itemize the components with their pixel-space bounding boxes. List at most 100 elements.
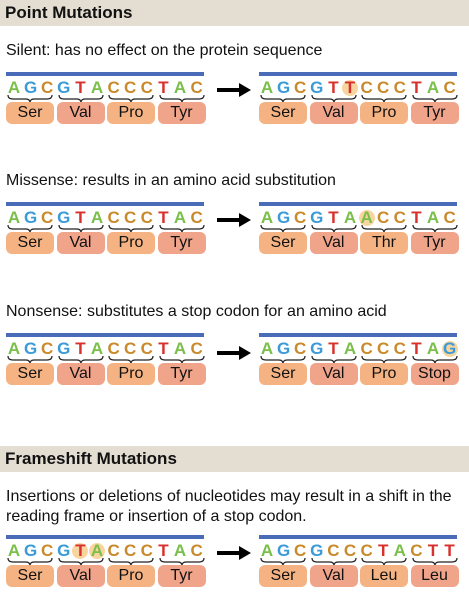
- nucleotide-C: C: [189, 542, 205, 560]
- frameshift-mutations-header: Frameshift Mutations: [0, 446, 469, 472]
- codon-brace: [310, 558, 357, 566]
- nucleotide-A: A: [89, 209, 105, 227]
- amino-acid: Val: [56, 363, 105, 385]
- nucleotide-A: A: [342, 340, 358, 358]
- nucleotide-C: C: [106, 340, 122, 358]
- amino-acid: Pro: [107, 363, 155, 385]
- amino-acid: Ser: [6, 102, 54, 124]
- nucleotide-C: C: [392, 340, 408, 358]
- amino-acid: Leu: [410, 565, 459, 587]
- amino-acid: Ser: [6, 565, 54, 587]
- nucleotide-letter: T: [328, 78, 339, 97]
- nucleotide-letter: A: [260, 78, 274, 97]
- nucleotide-C: C: [189, 209, 205, 227]
- codon-brace: [411, 95, 458, 103]
- amino-acid: Ser: [259, 232, 307, 254]
- nucleotide-letter: G: [23, 78, 38, 97]
- codon-brace: [310, 356, 357, 364]
- arrow-icon: [217, 346, 251, 360]
- nucleotide-letter: C: [124, 339, 137, 358]
- amino-acid: Tyr: [157, 232, 206, 254]
- nucleotide-letter: T: [427, 541, 439, 560]
- nucleotide-C: C: [139, 340, 155, 358]
- nucleotide-letter: A: [7, 78, 21, 97]
- nucleotide-C: C: [292, 209, 308, 227]
- nucleotide-letter: T: [75, 208, 86, 227]
- codon-brace: [411, 558, 458, 566]
- nucleotide-letter: A: [90, 339, 104, 358]
- codon-brace: [158, 558, 205, 566]
- section-title: Point Mutations: [5, 3, 133, 22]
- nucleotide-letter: T: [377, 541, 389, 560]
- nucleotide-C: C: [359, 340, 375, 358]
- nucleotide-C: C: [292, 79, 308, 97]
- nucleotide-C: C: [122, 542, 138, 560]
- nucleotide-A: A: [89, 340, 105, 358]
- nucleotide-G: G: [441, 340, 458, 358]
- nucleotide-A: A: [172, 79, 188, 97]
- nucleotide-C: C: [106, 209, 122, 227]
- amino-acid: Val: [56, 102, 105, 124]
- nucleotide-letter: G: [57, 208, 71, 227]
- nucleotide-A: A: [172, 542, 188, 560]
- nucleotide-C: C: [39, 209, 55, 227]
- amino-acid: Leu: [360, 565, 408, 587]
- nucleotide-C: C: [408, 542, 424, 560]
- nucleotide-A: A: [259, 542, 275, 560]
- nucleotide-letter: T: [411, 339, 422, 358]
- nucleotide-T: T: [425, 542, 441, 560]
- nucleotide-letter: C: [140, 78, 153, 97]
- nucleotide-C: C: [442, 209, 458, 227]
- amino-acid: Thr: [360, 232, 408, 254]
- nucleotide-letter: C: [393, 78, 406, 97]
- codon-brace: [108, 225, 154, 233]
- nucleotide-letter: A: [173, 541, 187, 560]
- frameshift-caption: Insertions or deletions of nucleotides m…: [6, 488, 452, 525]
- nucleotide-C: C: [375, 340, 391, 358]
- nucleotide-letter: C: [410, 541, 423, 560]
- nucleotide-C: C: [359, 542, 375, 560]
- nucleotide-letter: T: [158, 78, 169, 97]
- nucleotide-G: G: [56, 340, 72, 358]
- dna-backbone: [259, 72, 457, 76]
- nucleotide-C: C: [39, 79, 55, 97]
- amino-acid: Val: [309, 363, 358, 385]
- nucleotide-A: A: [6, 209, 22, 227]
- amino-acid: Ser: [6, 232, 54, 254]
- amino-acid: Tyr: [157, 363, 206, 385]
- nucleotide-A: A: [358, 209, 375, 227]
- nucleotide-C: C: [122, 340, 138, 358]
- nucleotide-T: T: [325, 340, 341, 358]
- codon-brace: [57, 356, 104, 364]
- nucleotide-letter: G: [276, 208, 291, 227]
- nucleotide-G: G: [309, 542, 325, 560]
- nucleotide-letter: A: [426, 339, 440, 358]
- nucleotide-letter: C: [124, 541, 137, 560]
- codon-brace: [411, 356, 458, 364]
- nucleotide-letter: C: [107, 339, 120, 358]
- nucleotide-C: C: [375, 209, 391, 227]
- codon-brace: [57, 558, 104, 566]
- amino-acid: Ser: [259, 363, 307, 385]
- nucleotide-T: T: [325, 209, 341, 227]
- nucleotide-C: C: [392, 209, 408, 227]
- nucleotide-letter: C: [443, 208, 456, 227]
- nucleotide-letter: G: [276, 78, 291, 97]
- codon-brace: [7, 558, 53, 566]
- nucleotide-letter: T: [158, 208, 169, 227]
- nucleotide-C: C: [106, 542, 122, 560]
- codon-brace: [310, 225, 357, 233]
- codon-brace: [361, 356, 407, 364]
- nucleotide-A: A: [425, 79, 441, 97]
- nucleotide-letter: C: [360, 541, 373, 560]
- nucleotide-T: T: [72, 340, 88, 358]
- nucleotide-letter: C: [393, 339, 406, 358]
- nucleotide-T: T: [72, 209, 88, 227]
- nucleotide-G: G: [276, 209, 292, 227]
- point-mutations-header: Point Mutations: [0, 0, 469, 26]
- nucleotide-G: G: [23, 340, 39, 358]
- nucleotide-letter: A: [260, 339, 274, 358]
- nucleotide-letter: C: [124, 78, 137, 97]
- codon-brace: [108, 95, 154, 103]
